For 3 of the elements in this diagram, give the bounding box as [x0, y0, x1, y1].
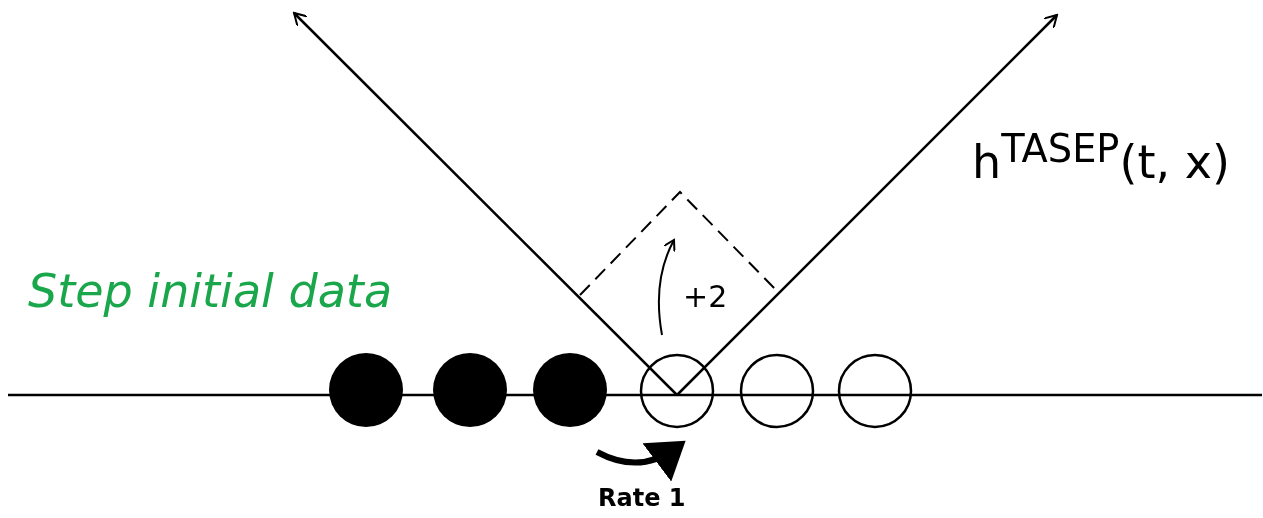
increment-label: +2: [683, 282, 728, 312]
height-label: h$^{TASEP}$(t, x): [972, 130, 1230, 186]
rate-label: Rate 1: [598, 486, 686, 510]
